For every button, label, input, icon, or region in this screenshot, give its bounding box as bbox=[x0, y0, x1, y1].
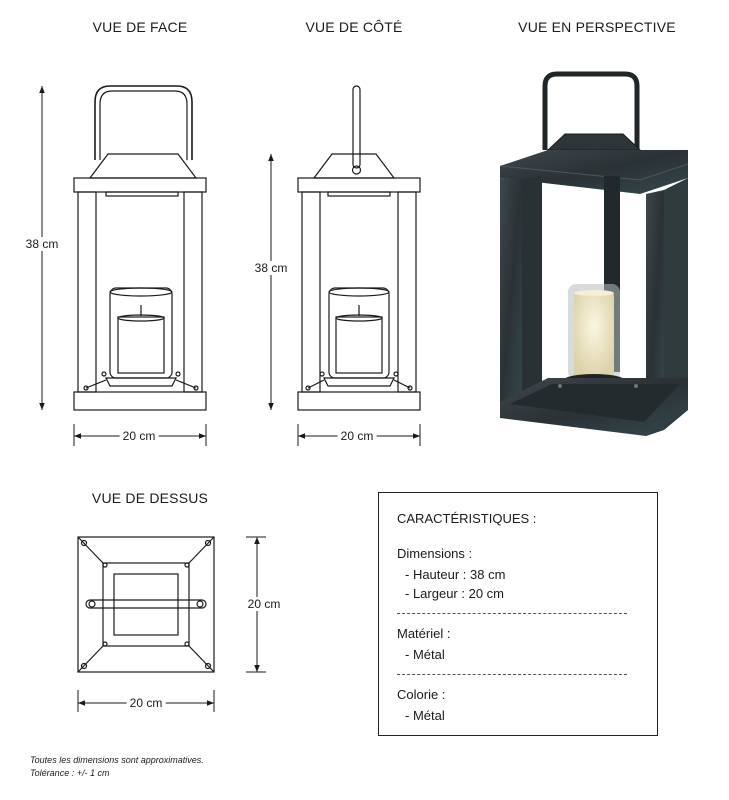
front-view-title: VUE DE FACE bbox=[92, 19, 188, 35]
top-view-title: VUE DE DESSUS bbox=[91, 490, 209, 506]
perspective-view-title: VUE EN PERSPECTIVE bbox=[518, 19, 676, 35]
tolerance-note: Tolérance : +/- 1 cm bbox=[30, 768, 110, 778]
top-depth-label: 20 cm bbox=[244, 597, 284, 611]
approximate-dimensions-note: Toutes les dimensions sont approximative… bbox=[30, 755, 204, 765]
front-height-label: 38 cm bbox=[22, 237, 62, 251]
material-label: Matériel : bbox=[397, 626, 451, 641]
specifications-heading: CARACTÉRISTIQUES : bbox=[397, 511, 537, 526]
spec-divider bbox=[397, 674, 627, 675]
spec-divider bbox=[397, 613, 627, 614]
perspective-lantern-image bbox=[499, 71, 689, 436]
height-item: - Hauteur : 38 cm bbox=[405, 567, 506, 582]
color-label: Colorie : bbox=[397, 687, 446, 702]
front-width-label: 20 cm bbox=[119, 429, 159, 443]
side-width-label: 20 cm bbox=[337, 429, 377, 443]
front-view-drawing bbox=[73, 85, 207, 411]
side-view-drawing bbox=[297, 85, 421, 411]
dimensions-label: Dimensions : bbox=[397, 546, 473, 561]
specifications-box: CARACTÉRISTIQUES : Dimensions : - Hauteu… bbox=[378, 492, 658, 736]
side-height-label: 38 cm bbox=[251, 261, 291, 275]
top-width-label: 20 cm bbox=[126, 696, 166, 710]
side-view-title: VUE DE CÔTÉ bbox=[305, 19, 403, 35]
width-item: - Largeur : 20 cm bbox=[405, 586, 504, 601]
material-item: - Métal bbox=[405, 647, 445, 662]
top-view-drawing bbox=[77, 536, 215, 673]
color-item: - Métal bbox=[405, 708, 445, 723]
